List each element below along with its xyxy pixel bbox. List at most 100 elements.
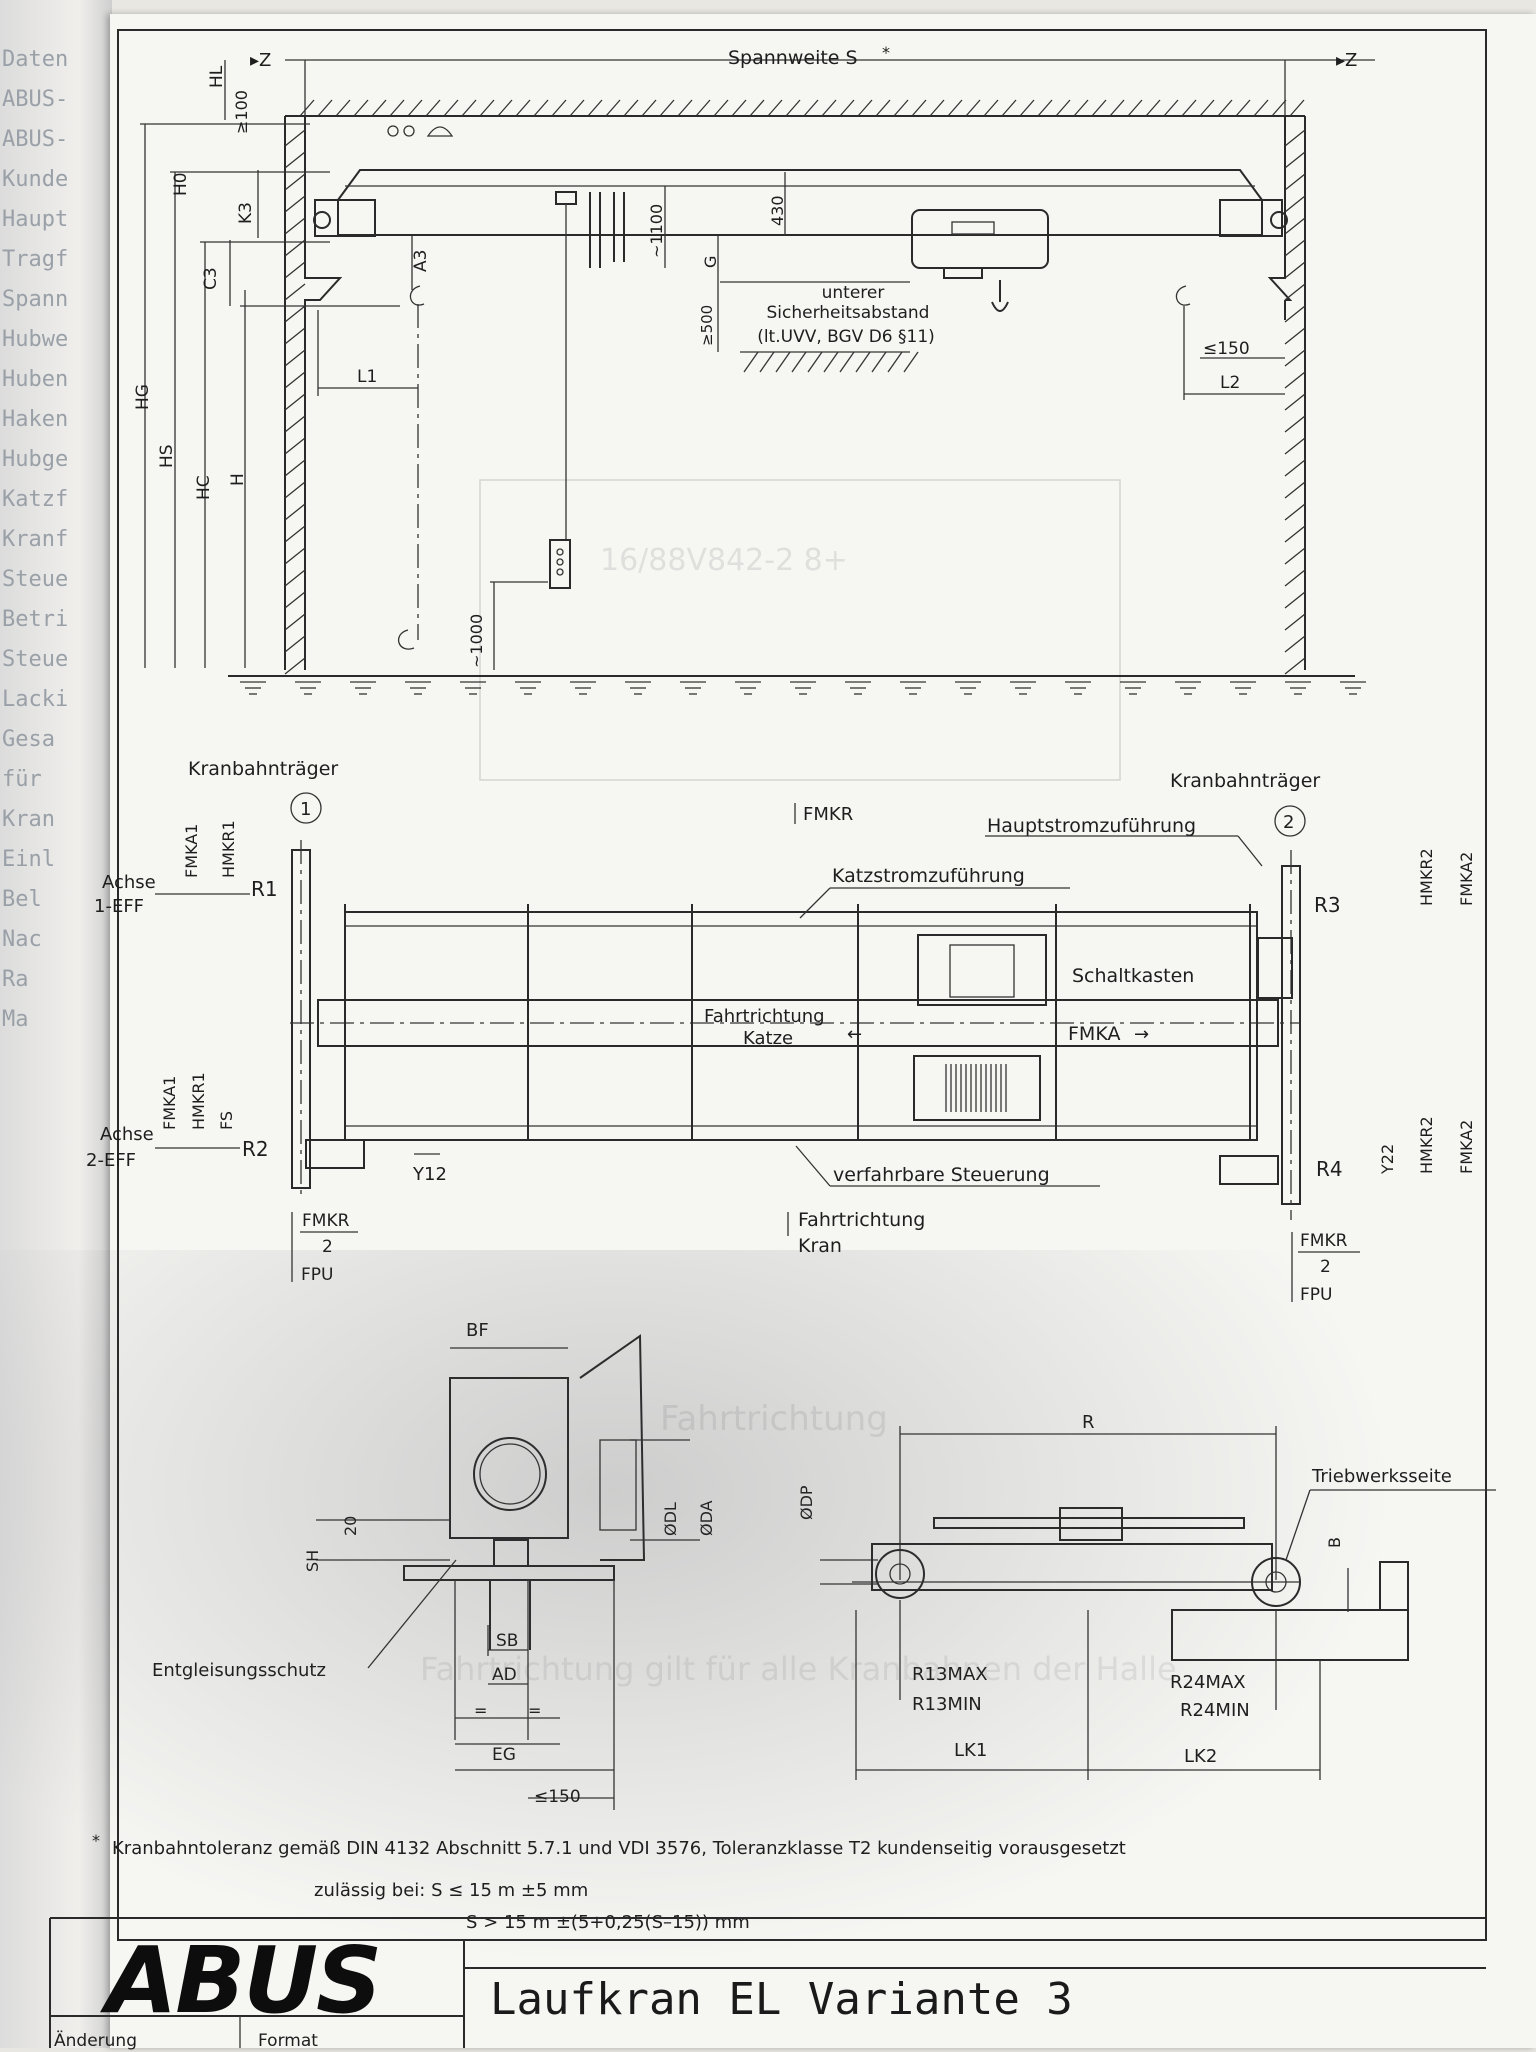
- fmkr-half-left-b: 2: [322, 1237, 333, 1257]
- r24max: R24MAX: [1170, 1672, 1246, 1693]
- hatch-line: [605, 99, 621, 117]
- hatch-line: [284, 481, 306, 499]
- hatch-line: [1284, 613, 1306, 631]
- dim-hl: HL: [207, 65, 227, 88]
- arrow-right-icon: →: [1134, 1024, 1149, 1045]
- wheel-box-left: [305, 1139, 365, 1169]
- hatch-line: [857, 99, 873, 117]
- hatch-line: [284, 217, 306, 235]
- margin-fragment: Betri: [2, 607, 69, 632]
- hatch-line: [749, 99, 765, 117]
- achse2-b: 2-EFF: [86, 1150, 136, 1171]
- dim-a3: A3: [411, 250, 431, 272]
- hatch-line: [284, 195, 306, 213]
- dim-100: ≥100: [232, 90, 251, 134]
- label-triebwerk: Triebwerksseite: [1311, 1466, 1452, 1487]
- dim-150: ≤150: [1203, 339, 1250, 359]
- svg-text:Fahrtrichtung: Fahrtrichtung: [660, 1399, 888, 1439]
- hatch-line: [407, 99, 423, 117]
- label-katzstrom: Katzstromzuführung: [832, 865, 1025, 887]
- hatch-line: [1091, 99, 1107, 117]
- svg-text:16/88V842-2 8+: 16/88V842-2 8+: [600, 543, 848, 578]
- hatch-line: [759, 351, 775, 373]
- hatch-line: [335, 99, 351, 117]
- hatch-line: [1181, 99, 1197, 117]
- margin-fragment: Lacki: [2, 687, 69, 712]
- dim-hs: HS: [157, 444, 177, 468]
- aenderung-label: Änderung: [54, 2030, 137, 2051]
- span-star: *: [882, 43, 890, 62]
- hatch-line: [871, 351, 887, 373]
- hatch-line: [903, 351, 919, 373]
- margin-fragment: Steue: [2, 647, 69, 672]
- dim-sh: SH: [303, 1550, 322, 1572]
- drawing-title: Laufkran EL Variante 3: [490, 1974, 1073, 2025]
- fmkr-top: FMKR: [803, 804, 853, 825]
- drawing-sheet: 16/88V842-2 8+ Fahrtrichtung Fahrtrichtu…: [49, 14, 1536, 2051]
- label-y12: Y12: [412, 1164, 447, 1185]
- hmkr1-top: HMKR1: [219, 820, 238, 878]
- label-fahrtrichtung-kran-1: Fahrtrichtung: [798, 1209, 925, 1231]
- margin-fragment: Ra: [2, 967, 29, 992]
- hatch-line: [443, 99, 459, 117]
- margin-fragment: Daten: [2, 47, 69, 72]
- hatch-line: [461, 99, 477, 117]
- dim-430: 430: [768, 195, 787, 226]
- hatch-line: [641, 99, 657, 117]
- festoon-block: [555, 191, 577, 205]
- hatch-line: [284, 349, 306, 367]
- floor-ground: [240, 681, 1366, 695]
- hatch-line: [1284, 261, 1306, 279]
- rail-head: [493, 1539, 529, 1567]
- margin-fragment: Steue: [2, 567, 69, 592]
- hatch-line: [353, 99, 369, 117]
- achse1-a: Achse: [102, 872, 156, 893]
- crane-girder: [337, 169, 1263, 236]
- hatch-line: [371, 99, 387, 117]
- hatch-line: [947, 99, 963, 117]
- hatch-line: [479, 99, 495, 117]
- circle-2: 2: [1283, 812, 1294, 833]
- label-entgleisung: Entgleisungsschutz: [152, 1660, 326, 1681]
- hatch-line: [1284, 547, 1306, 565]
- margin-fragment: Bel: [2, 887, 42, 912]
- dim-dp: ØDP: [797, 1485, 816, 1520]
- hatch-line: [1055, 99, 1071, 117]
- hatch-line: [569, 99, 585, 117]
- label-fahrtrichtung-katze-1: Fahrtrichtung: [704, 1006, 825, 1027]
- hatch-line: [1284, 195, 1306, 213]
- fpu-left: FPU: [301, 1265, 333, 1285]
- pendant-control: [549, 539, 571, 589]
- label-fmka: FMKA: [1068, 1023, 1120, 1045]
- r3: R3: [1314, 893, 1341, 917]
- hatch-line: [284, 569, 306, 587]
- margin-fragment: Hubge: [2, 447, 69, 472]
- hatch-line: [284, 393, 306, 411]
- hatch-line: [284, 415, 306, 433]
- hatch-line: [1284, 525, 1306, 543]
- hatch-line: [284, 525, 306, 543]
- hatch-line: [839, 99, 855, 117]
- hatch-line: [284, 613, 306, 631]
- hatch-line: [659, 99, 675, 117]
- hatch-line: [803, 99, 819, 117]
- hatch-line: [1284, 635, 1306, 653]
- dim-b: B: [1325, 1537, 1344, 1548]
- hatch-line: [1284, 217, 1306, 235]
- hatch-line: [1284, 129, 1306, 147]
- hatch-line: [695, 99, 711, 117]
- hmkr2-bottom: HMKR2: [1417, 1116, 1436, 1174]
- margin-fragment: Haupt: [2, 207, 69, 232]
- safety-hatch: [743, 351, 919, 373]
- z-marker-left: ▸Z: [250, 50, 271, 71]
- hoist-body: [911, 209, 1049, 269]
- hatch-line: [1235, 99, 1251, 117]
- dim-ad: AD: [492, 1665, 517, 1685]
- hatch-line: [284, 151, 306, 169]
- runway-support: [1171, 1609, 1409, 1661]
- wheel-box-right: [1219, 1155, 1279, 1185]
- margin-fragment: Kunde: [2, 167, 69, 192]
- hatch-line: [1019, 99, 1035, 117]
- r24min: R24MIN: [1180, 1700, 1250, 1721]
